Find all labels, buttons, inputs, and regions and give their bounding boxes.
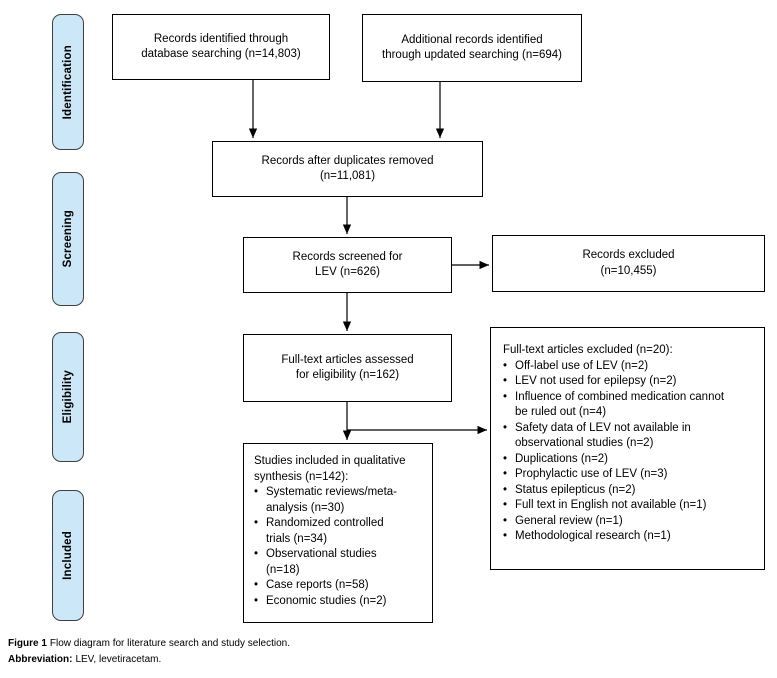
bullet-icon xyxy=(503,529,515,545)
included-item: Case reports (n=58) xyxy=(254,578,430,594)
included-item: Systematic reviews/meta-analysis (n=30) xyxy=(254,485,430,516)
caption-abbreviation-line: Abbreviation:LEV, levetiracetam. xyxy=(8,652,290,668)
bullet-icon xyxy=(503,374,515,390)
box-records-screened-line1: Records screened for xyxy=(292,250,403,263)
stage-included: Included xyxy=(52,490,84,621)
bullet-icon xyxy=(503,359,515,375)
stage-screening: Screening xyxy=(52,172,84,306)
box-records-excluded: Records excluded (n=10,455) xyxy=(492,235,765,292)
bullet-icon xyxy=(503,452,515,468)
box-records-screened-line2: LEV (n=626) xyxy=(315,266,380,278)
studies-included-title-line1: Studies included in qualitative xyxy=(254,455,406,467)
box-records-screened: Records screened for LEV (n=626) xyxy=(243,237,452,293)
exclusion-item: LEV not used for epilepsy (n=2) xyxy=(503,374,760,390)
box-duplicates-removed: Records after duplicates removed (n=11,0… xyxy=(212,141,483,197)
box-additional-records-line1: Additional records identified xyxy=(401,33,543,46)
box-duplicates-removed-line1: Records after duplicates removed xyxy=(261,154,434,167)
box-fulltext-assessed-line1: Full-text articles assessed xyxy=(281,353,414,366)
caption-abbreviation-text: LEV, levetiracetam. xyxy=(75,654,162,665)
exclusion-item: Status epilepticus (n=2) xyxy=(503,483,760,499)
bullet-icon xyxy=(254,594,266,610)
box-records-identified: Records identified through database sear… xyxy=(112,14,330,80)
included-item: Observational studies(n=18) xyxy=(254,547,430,578)
studies-included-title-line2: synthesis (n=142): xyxy=(254,470,349,483)
bullet-icon xyxy=(254,516,266,532)
box-duplicates-removed-line2: (n=11,081) xyxy=(319,170,376,182)
exclusion-item: Off-label use of LEV (n=2) xyxy=(503,359,760,375)
box-studies-included: Studies included in qualitative synthesi… xyxy=(243,443,433,623)
box-records-excluded-line2: (n=10,455) xyxy=(600,264,657,277)
bullet-icon xyxy=(503,467,515,483)
stage-identification-label: Identification xyxy=(62,44,74,120)
box-additional-records: Additional records identified through up… xyxy=(362,14,582,82)
stage-included-label: Included xyxy=(62,531,74,580)
exclusion-item: Influence of combined medication cannotb… xyxy=(503,390,760,421)
bullet-icon xyxy=(503,498,515,514)
exclusion-item: Prophylactic use of LEV (n=3) xyxy=(503,467,760,483)
bullet-icon xyxy=(503,390,515,406)
exclusion-item: Safety data of LEV not available inobser… xyxy=(503,421,760,452)
box-records-identified-line2: database searching (n=14,803) xyxy=(141,48,301,60)
box-records-identified-line1: Records identified through xyxy=(153,32,289,45)
stage-eligibility-label: Eligibility xyxy=(62,370,74,424)
stage-screening-label: Screening xyxy=(62,210,74,268)
box-fulltext-assessed: Full-text articles assessed for eligibil… xyxy=(243,334,452,402)
bullet-icon xyxy=(254,578,266,594)
fulltext-excluded-title: Full-text articles excluded (n=20): xyxy=(503,344,673,356)
box-fulltext-excluded: Full-text articles excluded (n=20): Off-… xyxy=(490,327,765,570)
bullet-icon xyxy=(254,547,266,563)
included-item: Economic studies (n=2) xyxy=(254,594,430,610)
stage-eligibility: Eligibility xyxy=(52,332,84,462)
box-records-excluded-line1: Records excluded xyxy=(582,249,675,261)
box-fulltext-assessed-line2: for eligibility (n=162) xyxy=(295,369,400,381)
caption-figure-text: Flow diagram for literature search and s… xyxy=(49,638,291,649)
stage-identification: Identification xyxy=(52,14,84,150)
bullet-icon xyxy=(254,485,266,501)
exclusion-item: Full text in English not available (n=1) xyxy=(503,498,760,514)
exclusion-item: Methodological research (n=1) xyxy=(503,529,760,545)
bullet-icon xyxy=(503,514,515,530)
exclusion-item: Duplications (n=2) xyxy=(503,452,760,468)
caption-abbreviation-label: Abbreviation: xyxy=(8,654,73,665)
exclusion-item: General review (n=1) xyxy=(503,514,760,530)
box-additional-records-line2: through updated searching (n=694) xyxy=(382,49,562,61)
bullet-icon xyxy=(503,421,515,437)
bullet-icon xyxy=(503,483,515,499)
caption-figure-label: Figure 1 xyxy=(8,638,47,649)
